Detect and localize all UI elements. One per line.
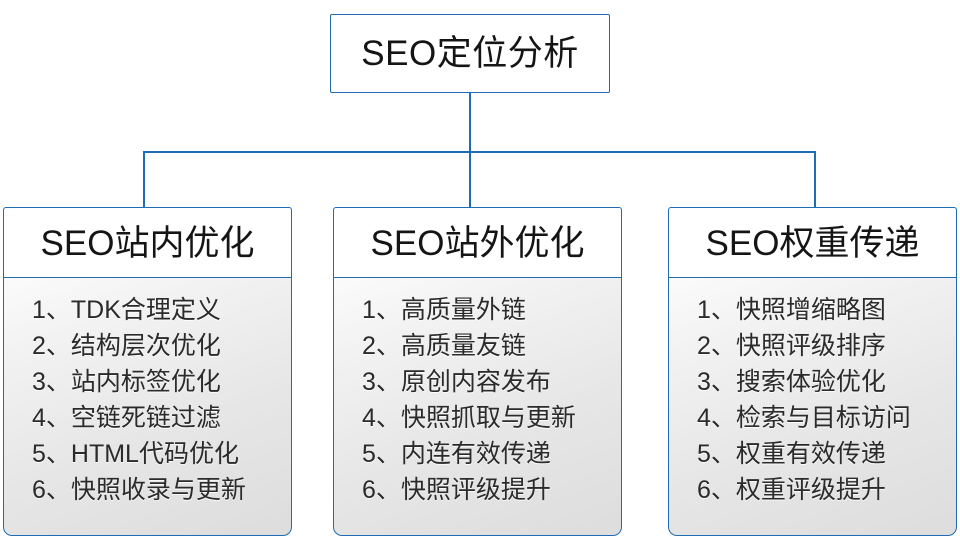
- connector-branch-1-vertical: [143, 151, 145, 208]
- root-node-label: SEO定位分析: [361, 34, 579, 73]
- list-item: 6、快照收录与更新: [32, 476, 246, 505]
- branch-1-header-label: SEO站内优化: [40, 223, 255, 263]
- branch-column-1: SEO站内优化 1、TDK合理定义 2、结构层次优化 3、站内标签优化 4、空链…: [3, 207, 292, 537]
- list-item: 3、原创内容发布: [362, 368, 551, 397]
- branch-1-header: SEO站内优化: [3, 207, 292, 279]
- root-node-seo-positioning-analysis: SEO定位分析: [330, 14, 610, 93]
- connector-root-vertical: [469, 93, 471, 152]
- connector-branch-3-vertical: [814, 151, 816, 208]
- branch-2-list: 1、高质量外链 2、高质量友链 3、原创内容发布 4、快照抓取与更新 5、内连有…: [334, 292, 576, 508]
- list-item: 1、快照增缩略图: [697, 296, 886, 325]
- list-item: 4、快照抓取与更新: [362, 404, 576, 433]
- list-item: 4、检索与目标访问: [697, 404, 911, 433]
- list-item: 6、权重评级提升: [697, 476, 886, 505]
- list-item: 1、TDK合理定义: [32, 296, 221, 325]
- list-item: 3、站内标签优化: [32, 368, 221, 397]
- list-item: 6、快照评级提升: [362, 476, 551, 505]
- list-item: 5、权重有效传递: [697, 440, 886, 469]
- list-item: 2、结构层次优化: [32, 332, 221, 361]
- branch-3-header-label: SEO权重传递: [705, 223, 920, 263]
- branch-1-list: 1、TDK合理定义 2、结构层次优化 3、站内标签优化 4、空链死链过滤 5、H…: [4, 292, 246, 508]
- list-item: 3、搜索体验优化: [697, 368, 886, 397]
- branch-1-body: 1、TDK合理定义 2、结构层次优化 3、站内标签优化 4、空链死链过滤 5、H…: [3, 277, 292, 537]
- branch-column-2: SEO站外优化 1、高质量外链 2、高质量友链 3、原创内容发布 4、快照抓取与…: [333, 207, 622, 537]
- branch-2-header-label: SEO站外优化: [370, 223, 585, 263]
- branch-3-body: 1、快照增缩略图 2、快照评级排序 3、搜索体验优化 4、检索与目标访问 5、权…: [668, 277, 957, 537]
- list-item: 2、快照评级排序: [697, 332, 886, 361]
- branch-2-header: SEO站外优化: [333, 207, 622, 279]
- branch-3-list: 1、快照增缩略图 2、快照评级排序 3、搜索体验优化 4、检索与目标访问 5、权…: [669, 292, 911, 508]
- list-item: 2、高质量友链: [362, 332, 526, 361]
- list-item: 5、HTML代码优化: [32, 440, 239, 469]
- branch-column-3: SEO权重传递 1、快照增缩略图 2、快照评级排序 3、搜索体验优化 4、检索与…: [668, 207, 957, 537]
- branch-3-header: SEO权重传递: [668, 207, 957, 279]
- connector-horizontal-bus: [143, 151, 816, 153]
- branch-2-body: 1、高质量外链 2、高质量友链 3、原创内容发布 4、快照抓取与更新 5、内连有…: [333, 277, 622, 537]
- list-item: 1、高质量外链: [362, 296, 526, 325]
- connector-branch-2-vertical: [469, 151, 471, 208]
- list-item: 4、空链死链过滤: [32, 404, 221, 433]
- list-item: 5、内连有效传递: [362, 440, 551, 469]
